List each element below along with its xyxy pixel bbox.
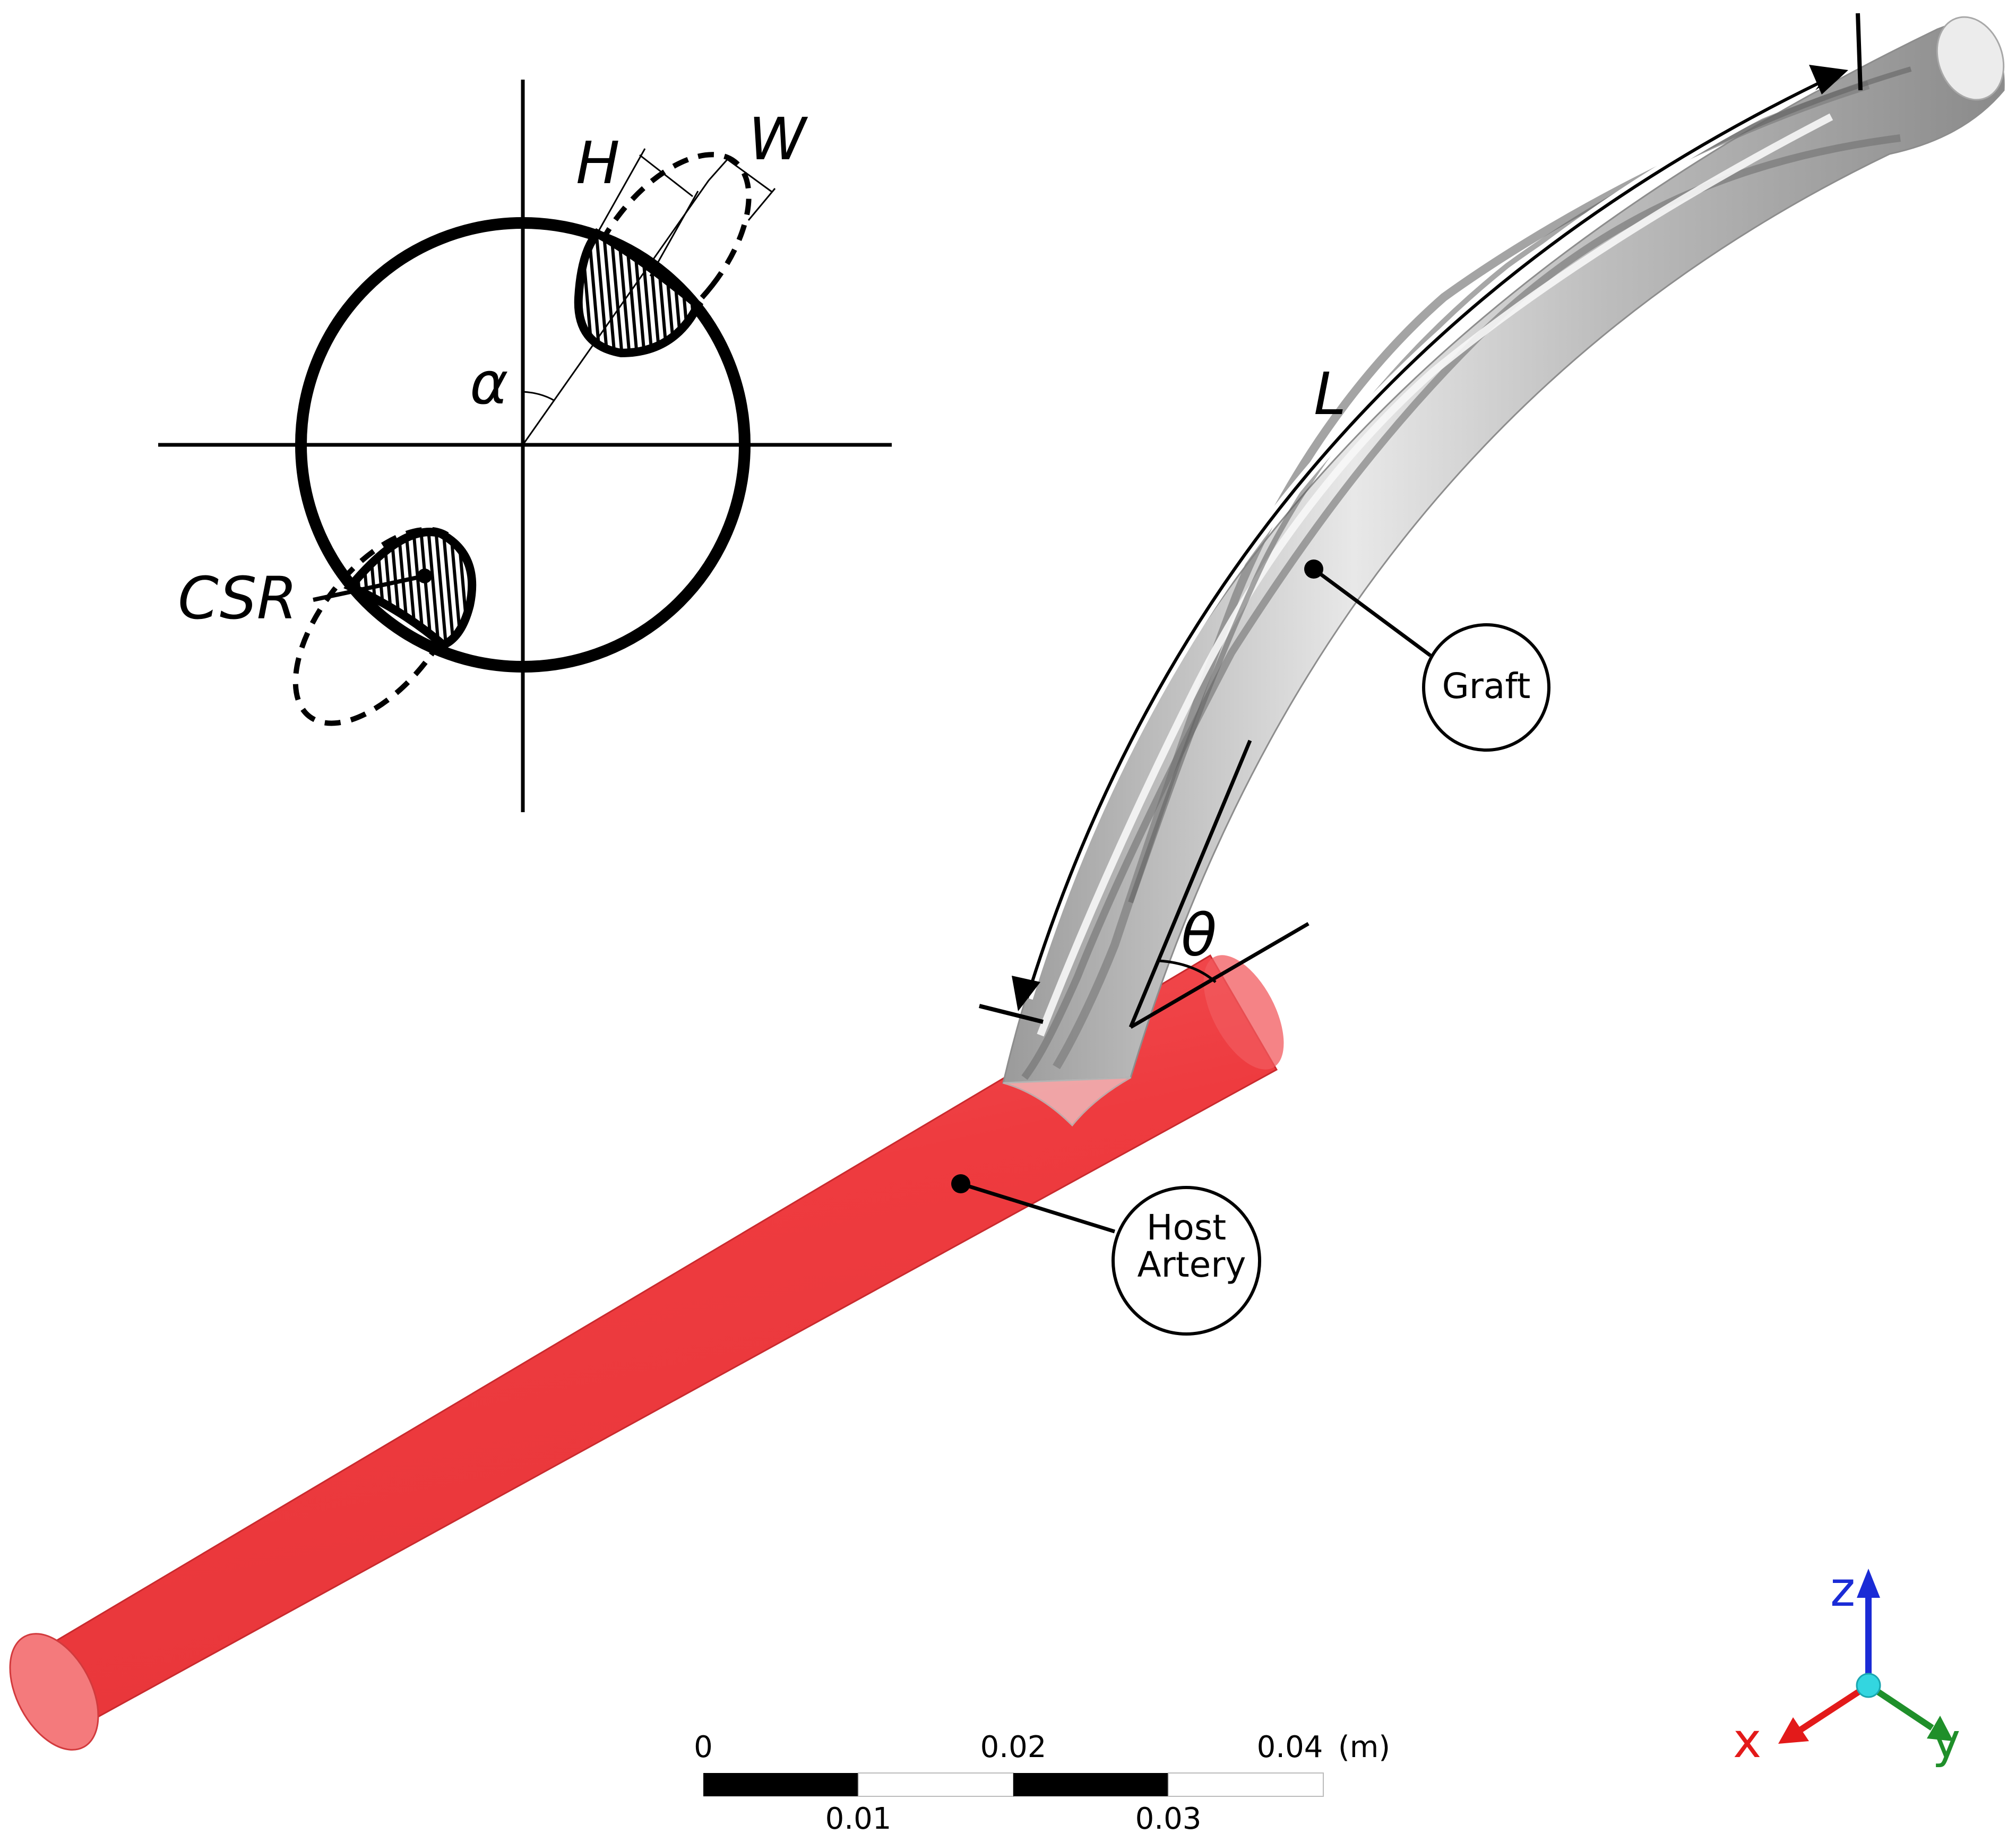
inset-vessel-wall (295, 217, 751, 673)
length-end-tick-top (1856, 13, 1863, 91)
csr-pointer-line (313, 574, 425, 602)
host-label-line1: Host (1147, 1207, 1226, 1248)
theta-graft-line (1128, 739, 1252, 1028)
host-leader-dot (951, 1174, 970, 1193)
scale-seg-3 (1168, 1772, 1324, 1797)
ridge-lower-dashed (292, 527, 467, 726)
length-dimension: L (979, 13, 1863, 1024)
scale-seg-1 (858, 1772, 1014, 1797)
w-dim-line (727, 158, 773, 193)
x-axis-arrow (1778, 1717, 1809, 1744)
h-dim-ext-2 (649, 191, 699, 277)
length-arrowhead-bottom (1012, 976, 1040, 1011)
x-axis-line (1797, 1682, 1871, 1734)
theta-artery-line (1130, 922, 1309, 1029)
length-end-tick-bottom (979, 1004, 1044, 1024)
graft-label: Graft (1442, 666, 1531, 707)
length-arrowhead-top-shape (1809, 65, 1848, 94)
label-theta: θ (1181, 901, 1217, 969)
w-dim-ext-2 (747, 188, 776, 221)
axis-origin (1856, 1673, 1881, 1698)
y-axis-line (1866, 1683, 1934, 1731)
graft-helix-2 (1021, 134, 1901, 1080)
label-H: H (576, 129, 620, 197)
graft-label-circle (1422, 623, 1550, 752)
ridge-lower-section (343, 528, 477, 650)
scale-bar: 0 0.02 0.04 (m) 0.01 0.03 (694, 1730, 1390, 1836)
host-artery-far-end (1203, 955, 1284, 1070)
w-dim-ext-1 (708, 156, 731, 181)
scale-unit: (m) (1338, 1730, 1390, 1764)
scale-label-002: 0.02 (980, 1730, 1047, 1764)
host-artery-callout: Host Artery (951, 1174, 1261, 1336)
label-alpha: α (470, 349, 509, 417)
graft-tube (1002, 16, 2005, 1127)
h-dim-line (639, 154, 693, 197)
graft-helix-3 (1037, 113, 1833, 1037)
axis-label-z: z (1830, 1562, 1855, 1617)
length-arc (1026, 78, 1827, 999)
graft-callout: Graft (1304, 560, 1550, 752)
theta-angle: θ (1128, 739, 1309, 1029)
scale-seg-0 (703, 1773, 858, 1796)
label-L: L (1314, 360, 1346, 428)
host-label-line2: Artery (1138, 1244, 1246, 1285)
host-label-circle (1112, 1186, 1261, 1336)
axis-triad: z x y (1733, 1562, 1960, 1769)
axis-label-y: y (1932, 1713, 1960, 1769)
scale-label-0: 0 (694, 1730, 713, 1764)
graft-body (1002, 20, 2005, 1084)
axis-label-x: x (1733, 1713, 1761, 1769)
label-CSR: CSR (178, 564, 297, 632)
scale-label-003: 0.03 (1135, 1802, 1202, 1836)
label-W: W (748, 105, 808, 173)
host-artery-end-cap (9, 1633, 99, 1751)
scale-seg-2 (1013, 1773, 1168, 1796)
csr-pointer-dot (417, 569, 432, 583)
graft-leader-line (1312, 567, 1432, 657)
host-leader-line (960, 1182, 1116, 1234)
graft-end-cap (1936, 16, 2005, 101)
h-dim-ext-1 (596, 148, 646, 234)
graft-artery-junction (1003, 1077, 1131, 1127)
alpha-arc (522, 391, 555, 402)
scale-label-004: 0.04 (1257, 1730, 1323, 1764)
graft-leader-dot (1304, 560, 1323, 579)
host-artery (9, 954, 1284, 1751)
scale-label-001: 0.01 (825, 1802, 892, 1836)
theta-arc (1159, 959, 1217, 983)
z-axis-arrow (1857, 1569, 1880, 1598)
y-axis-arrow (1927, 1716, 1953, 1741)
cross-section-inset: α H W CSR (158, 80, 892, 812)
